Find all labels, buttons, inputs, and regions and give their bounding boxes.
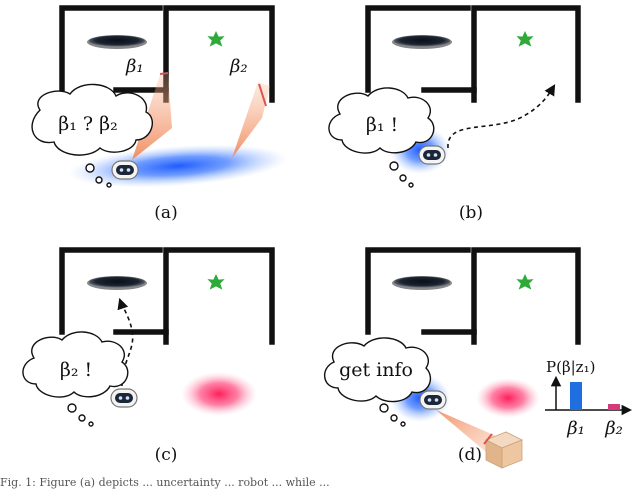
bar-beta1 (570, 382, 582, 410)
observation-cone (436, 410, 496, 452)
tick-label-beta2: β₂ (604, 418, 623, 439)
panel-b: β₁ ! (b) (328, 5, 581, 223)
panel-caption: (a) (154, 203, 177, 223)
thought-text: β₁ ! (366, 114, 398, 136)
robot-icon (418, 145, 446, 165)
tick-label-beta1: β₁ (566, 418, 585, 439)
robot-icon (110, 388, 138, 408)
thought-bubble: β₁ ? β₂ (31, 83, 154, 188)
chart-ylabel: P(β|z₁) (546, 358, 595, 376)
beta1-label: β₁ (125, 56, 144, 77)
walls (59, 247, 275, 345)
thought-text: β₁ ? β₂ (58, 113, 117, 135)
info-box-icon (483, 431, 523, 469)
hole-icon (87, 276, 147, 290)
hole-icon (392, 35, 452, 49)
thought-text: get info (339, 359, 413, 381)
panel-caption: (c) (155, 445, 178, 465)
figure-caption-footer: Fig. 1: Figure (a) depicts ... uncertain… (0, 476, 330, 489)
panel-caption: (b) (459, 203, 483, 223)
goal-star-icon (207, 31, 225, 47)
bar-beta2 (608, 404, 620, 410)
belief-blob-pink (476, 378, 540, 418)
goal-star-icon (516, 31, 534, 47)
path-arrow (117, 297, 134, 387)
thought-bubble: β₂ ! (22, 331, 129, 427)
panel-d: get info (d) (324, 247, 581, 469)
belief-blob-pink (181, 372, 257, 416)
figure-canvas: β₁ β₂ β₁ ? β₂ (a) (22, 5, 633, 469)
walls (365, 247, 581, 345)
robot-icon (419, 390, 447, 410)
walls (365, 5, 581, 103)
panel-c: β₂ ! (c) (22, 247, 275, 465)
robot-icon (111, 160, 139, 180)
observation-cone-beta2 (232, 82, 270, 158)
panel-a: β₁ β₂ β₁ ? β₂ (a) (31, 5, 288, 223)
thought-bubble: β₁ ! (328, 87, 435, 188)
hole-icon (87, 35, 147, 49)
path-arrow (447, 84, 556, 149)
thought-text: β₂ ! (60, 359, 92, 381)
inset-bar-chart: P(β|z₁) β₁ β₂ (545, 358, 633, 439)
panel-caption: (d) (458, 445, 482, 465)
goal-star-icon (516, 274, 534, 290)
thought-bubble: get info (324, 337, 431, 427)
hole-icon (392, 276, 452, 290)
goal-star-icon (207, 274, 225, 290)
beta2-label: β₂ (229, 56, 248, 77)
